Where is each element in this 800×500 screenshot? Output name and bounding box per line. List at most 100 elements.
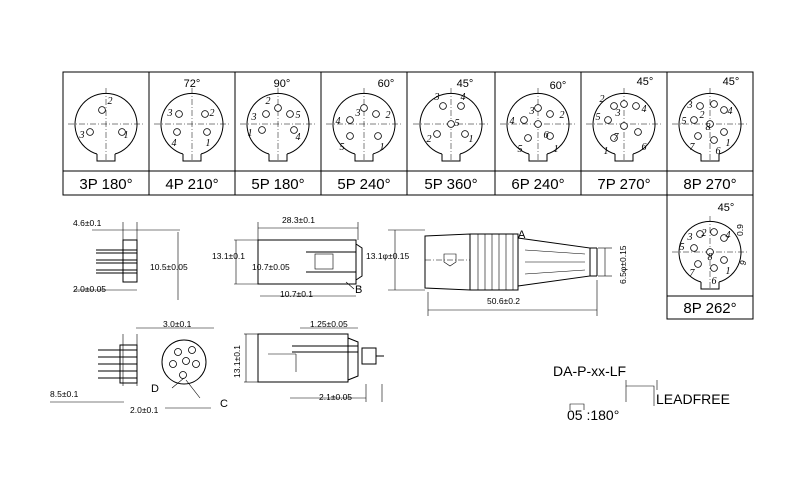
- pin-table-label-4p: 4P 210°: [165, 176, 218, 193]
- pin-hole: [534, 120, 542, 128]
- pin-angle-labels: 72° 90° 60° 45° 60° 45° 45° 45° 0.9 9: [184, 76, 749, 267]
- shell-outline: [506, 92, 570, 155]
- pin-number: 6: [712, 276, 717, 287]
- leadfree-label: LEADFREE: [656, 391, 730, 407]
- part-code-legend: DA-P-xx-LF LEADFREE 05 :180°: [553, 363, 730, 423]
- shell-key: [96, 154, 116, 162]
- pin-number: 7: [614, 132, 620, 143]
- pin-table-label-5p-240: 5P 240°: [337, 176, 390, 193]
- pin-number: 4: [296, 132, 301, 143]
- pin-hole: [604, 116, 612, 124]
- pin-number: 4: [461, 92, 466, 103]
- pin-hole: [706, 248, 714, 256]
- pin-hole: [461, 130, 469, 138]
- shell-outline: [419, 92, 483, 155]
- side-view-pins: [74, 222, 180, 300]
- shell-outline: [246, 92, 310, 155]
- pin-number: 7: [690, 268, 696, 279]
- pin-number: 2: [266, 96, 271, 107]
- dim-2-1: 2.1±0.05: [319, 392, 352, 402]
- dim-4-6: 4.6±0.1: [73, 218, 102, 228]
- pin-number: 4: [336, 116, 341, 127]
- pin-number: 6: [716, 146, 721, 157]
- shell-outline: [160, 92, 224, 155]
- pin-hole: [173, 128, 181, 136]
- pin-hole: [98, 106, 106, 114]
- pin-table-label-7p: 7P 270°: [597, 176, 650, 193]
- pin-number: 5: [682, 116, 687, 127]
- pin-hole: [433, 130, 441, 138]
- pin-hole: [203, 128, 211, 136]
- pin-number: 7: [690, 142, 696, 153]
- shell-key: [268, 154, 288, 162]
- pin-hole: [620, 122, 628, 130]
- pin-number: 3: [251, 112, 257, 123]
- dim-2-0-top: 2.0±0.05: [73, 284, 106, 294]
- pin-hole: [86, 128, 94, 136]
- cable-plug-view: [388, 229, 612, 316]
- dim-3-0: 3.0±0.1: [163, 319, 192, 329]
- dim-10-5: 10.5±0.05: [150, 262, 188, 272]
- pin-hole: [262, 110, 270, 118]
- pin-number: 8: [706, 122, 711, 133]
- pin-table-label-5p-180: 5P 180°: [251, 176, 304, 193]
- pin-number: 2: [560, 110, 565, 121]
- angle-label-5p-360: 45°: [457, 78, 474, 90]
- pin-number: 5: [340, 142, 345, 153]
- pin-hole: [258, 126, 266, 134]
- pin-number: 1: [604, 146, 609, 157]
- pin-number: 1: [469, 134, 474, 145]
- pin-table-labels: 3P 180° 4P 210° 5P 180° 5P 240° 5P 360° …: [79, 176, 736, 317]
- pin-hole: [632, 102, 640, 110]
- dim-1-25: 1.25±0.05: [310, 319, 348, 329]
- bottom-pin-views: [50, 327, 214, 409]
- pin-number: 6: [642, 142, 647, 153]
- pin-hole: [634, 128, 642, 136]
- pin-number: 3: [434, 92, 440, 103]
- pin-hole: [374, 132, 382, 140]
- shell-outline: [74, 92, 138, 155]
- pin-number: 8: [708, 252, 713, 263]
- pin-hole: [372, 110, 380, 118]
- pin-hole: [286, 110, 294, 118]
- callout-c: C: [220, 398, 228, 410]
- pin-hole: [439, 102, 447, 110]
- pin-table-label-8p-270: 8P 270°: [683, 176, 736, 193]
- pin-number: 3: [79, 130, 85, 141]
- shell-key: [614, 154, 634, 162]
- shell-key: [700, 154, 720, 162]
- dim-8p-262-a: 0.9: [735, 224, 745, 236]
- socket-cross-section: [244, 327, 384, 402]
- pin-number: 4: [728, 106, 733, 117]
- pin-number: 4: [642, 104, 647, 115]
- pin-hole: [457, 102, 465, 110]
- pin-number: 3: [687, 232, 693, 243]
- shell-key: [354, 154, 374, 162]
- shell-outline: [678, 92, 742, 155]
- pin-table-label-8p-262: 8P 262°: [683, 300, 736, 317]
- housing-view: [234, 222, 363, 297]
- pin-number: 1: [380, 142, 385, 153]
- dim-8-5: 8.5±0.1: [50, 389, 79, 399]
- dim-13-1-c: 13.1±0.1: [232, 345, 242, 378]
- pin-hole: [274, 104, 282, 112]
- pin-configuration-table: [62, 71, 754, 320]
- shell-outline: [678, 220, 742, 283]
- dim-2-0-bot: 2.0±0.1: [130, 405, 159, 415]
- dim-13-1-a: 13.1±0.1: [212, 251, 245, 261]
- pin-number: 2: [210, 108, 215, 119]
- angle-label-8p-270: 45°: [723, 76, 740, 88]
- pin-hole: [720, 234, 728, 242]
- pin-hole: [520, 116, 528, 124]
- pin-hole: [710, 136, 718, 144]
- callout-d: D: [151, 383, 159, 395]
- pin-number: 3: [529, 106, 535, 117]
- pin-number: 2: [386, 110, 391, 121]
- pin-number: 2: [108, 96, 113, 107]
- pin-number: 5: [296, 110, 301, 121]
- pin-number: 1: [248, 128, 253, 139]
- pin-hole: [360, 104, 368, 112]
- pin-number: 4: [510, 116, 515, 127]
